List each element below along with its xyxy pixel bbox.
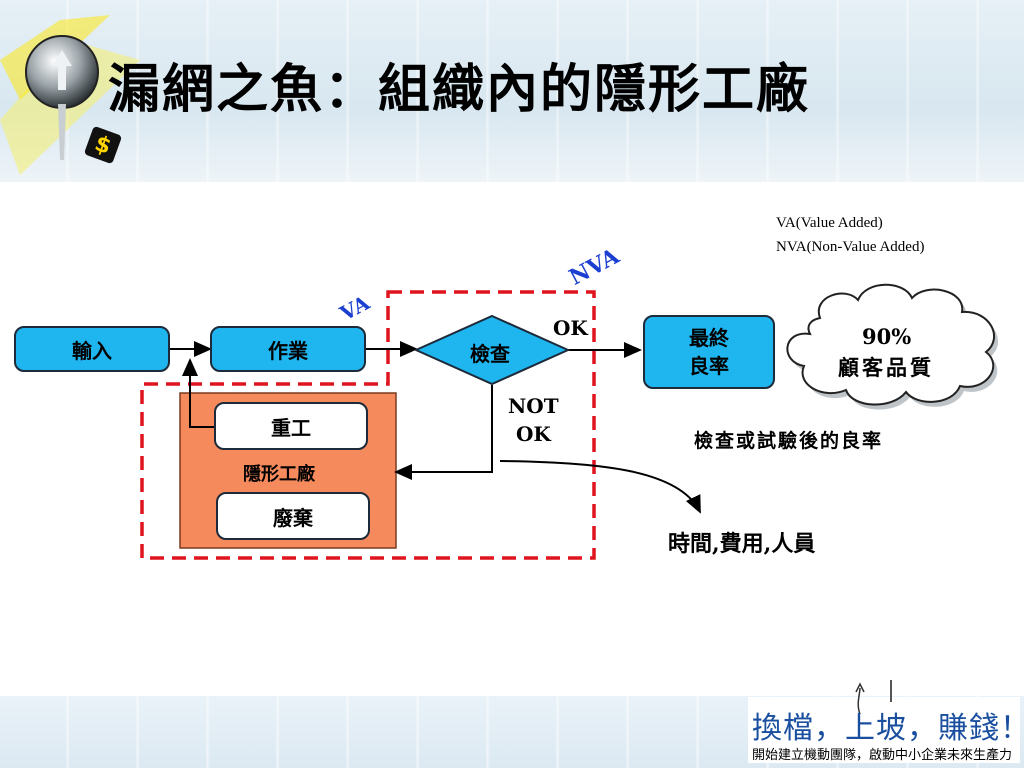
- cost-caption: 時間,費用,人員: [668, 531, 816, 557]
- nva-definition: NVA(Non-Value Added): [776, 239, 925, 255]
- final-yield-line1: 最終: [689, 326, 729, 350]
- ok-label: OK: [553, 316, 588, 340]
- header-banner: [0, 0, 1024, 182]
- yield-caption: 檢查或試驗後的良率: [694, 430, 884, 452]
- quality-percentage: 90%: [862, 324, 912, 349]
- up-arrow-icon: [855, 682, 865, 715]
- arrow-rework-return: [182, 358, 214, 428]
- hidden-factory-label: 隱形工廠: [243, 464, 315, 485]
- footer-divider: [890, 680, 892, 702]
- not-ok-line1: NOT: [508, 394, 559, 418]
- scrap-label: 廢棄: [273, 505, 313, 530]
- slide-title: 漏網之魚：組織內的隱形工廠: [108, 60, 811, 120]
- customer-quality-label: 顧客品質: [838, 355, 934, 380]
- not-ok-line2: OK: [516, 422, 551, 446]
- customer-quality-cloud: [786, 283, 996, 406]
- operation-label: 作業: [268, 338, 308, 363]
- inspection-label: 檢查: [470, 342, 510, 366]
- arrow-to-cost: [499, 460, 701, 514]
- rework-box: 重工: [214, 402, 368, 450]
- final-yield-line2: 良率: [689, 354, 729, 378]
- nva-dashed-region: [140, 290, 596, 560]
- va-definition: VA(Value Added): [776, 215, 883, 231]
- pin-logo-icon: $: [0, 15, 140, 175]
- operation-box: 作業: [210, 326, 366, 372]
- inspection-diamond: [413, 314, 571, 386]
- arrow-notok-hidden: [394, 385, 493, 480]
- final-yield-box: 最終 良率: [643, 315, 775, 389]
- rework-label: 重工: [271, 415, 311, 440]
- footer-slogan: 換檔，上坡，賺錢！: [752, 711, 1024, 746]
- scrap-box: 廢棄: [216, 492, 370, 540]
- input-box: 輸入: [14, 326, 170, 372]
- footer-subline: 開始建立機動團隊，啟動中小企業未來生產力: [752, 748, 1013, 763]
- input-label: 輸入: [72, 338, 112, 363]
- footer-slogan-panel: [748, 697, 1020, 763]
